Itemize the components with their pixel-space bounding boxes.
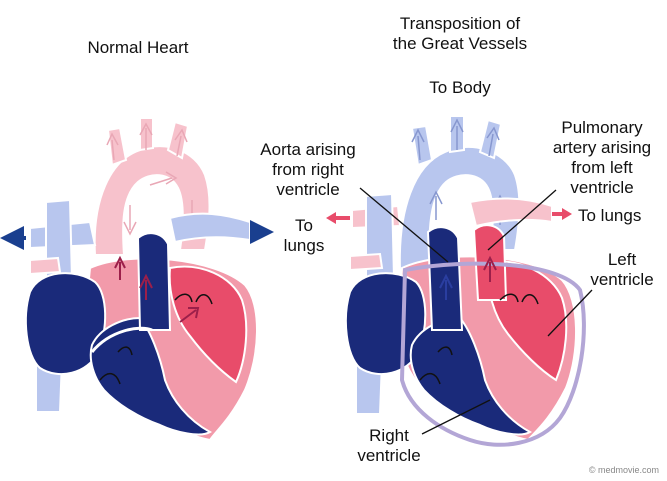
transposition-title-line1: Transposition of	[360, 14, 560, 34]
to-lungs-right-label: To lungs	[578, 206, 641, 226]
tgv-pulmonary-branches	[326, 199, 572, 228]
transposition-title-line2: the Great Vessels	[360, 34, 560, 54]
pulmonary-artery-label-line3: from left	[538, 158, 666, 178]
left-ventricle-label-line2: ventricle	[582, 270, 662, 290]
to-lungs-left-line2: lungs	[276, 236, 332, 256]
pulmonary-artery-label-line4: ventricle	[538, 178, 666, 198]
left-ventricle-label-line1: Left	[582, 250, 662, 270]
to-lungs-left-line1: To	[276, 216, 332, 236]
aorta-label-line2: from right	[238, 160, 378, 180]
to-body-label: To Body	[410, 78, 510, 98]
normal-heart	[12, 118, 262, 440]
pulmonary-artery-label-line2: artery arising	[538, 138, 666, 158]
aorta-label-line1: Aorta arising	[238, 140, 378, 160]
aorta-label-line3: ventricle	[238, 180, 378, 200]
right-ventricle-label-line1: Right	[344, 426, 434, 446]
normal-heart-title: Normal Heart	[68, 38, 208, 58]
copyright-credit: © medmovie.com	[589, 465, 659, 475]
right-ventricle-label-line2: ventricle	[344, 446, 434, 466]
pulmonary-artery-label-line1: Pulmonary	[538, 118, 666, 138]
